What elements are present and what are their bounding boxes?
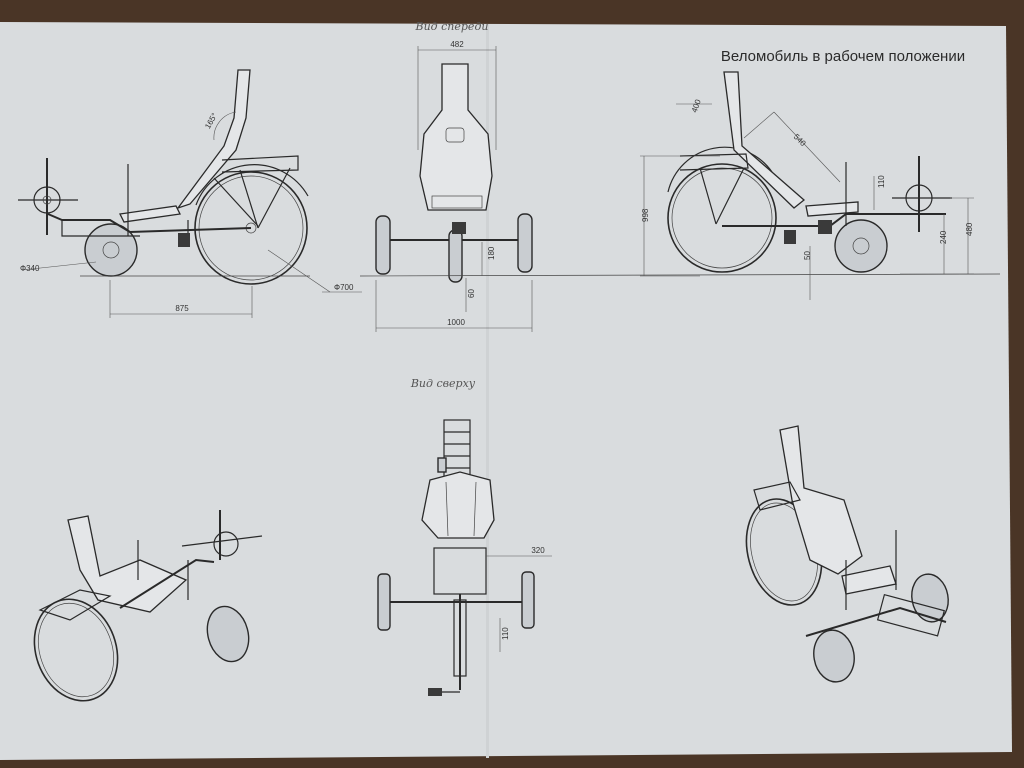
seat-base — [119, 205, 181, 223]
right-view-seat-base — [805, 201, 859, 217]
track-width-dimension: 1000 — [447, 318, 465, 327]
front-view-label: Вид спереди — [415, 20, 489, 33]
seat-back — [176, 69, 251, 210]
boom-height-dimension: 480 — [965, 222, 974, 236]
ground-clearance-dimension: 180 — [487, 246, 496, 260]
iso-right-seat — [779, 425, 863, 575]
iso-left-front-wheel — [206, 605, 250, 663]
front-left-wheel — [375, 215, 391, 275]
sheet-title: Веломобиль в рабочем положении — [721, 48, 965, 65]
paper-fold-shadow — [486, 24, 489, 758]
front-right-wheel — [517, 213, 533, 273]
overall-height-dimension: 998 — [641, 208, 650, 222]
top-view-seat — [421, 471, 495, 539]
isometric-view-left — [33, 510, 263, 702]
seat-base-width-dimension: 320 — [531, 546, 545, 555]
small-height-dimension: 60 — [467, 289, 476, 298]
right-view-frame — [722, 213, 946, 227]
side-view-right: 998 400 540 110 480 240 50 — [640, 71, 974, 300]
clearance-dimension: 50 — [803, 251, 812, 260]
iso-left-seat — [67, 515, 188, 613]
rear-fender — [195, 164, 309, 206]
top-view: Вид сверху 320 110 — [377, 377, 552, 696]
isometric-view-right — [745, 425, 949, 683]
chainring — [33, 186, 61, 214]
right-view-seat-back — [723, 71, 806, 209]
wheel-offset-dimension: 110 — [501, 627, 510, 640]
small-offset-dimension: 110 — [877, 175, 886, 188]
front-wheel-diameter: Ф340 — [20, 264, 40, 273]
rear-wheel-diameter: Ф700 — [334, 283, 354, 292]
front-view: Вид спереди 482 1000 180 60 — [359, 20, 1001, 332]
front-center-wheel — [448, 229, 463, 283]
right-view-front-wheel — [834, 219, 888, 273]
top-view-label: Вид сверху — [410, 377, 476, 390]
seat-width-dimension: 482 — [450, 40, 464, 49]
axle-height-dimension: 240 — [939, 230, 948, 244]
paper-sheet — [0, 22, 1012, 760]
rear-wheel — [194, 171, 308, 285]
iso-right-front-wheel-a — [813, 629, 855, 683]
front-seat-outline — [419, 63, 493, 211]
wheelbase-dimension: 875 — [175, 304, 189, 313]
main-frame — [47, 213, 252, 234]
rear-rack — [221, 155, 299, 173]
seat-back-length-dimension: 400 — [690, 98, 703, 114]
side-view-left: 875 Ф340 Ф700 165° — [18, 69, 362, 318]
right-view-rear-wheel — [667, 163, 777, 273]
